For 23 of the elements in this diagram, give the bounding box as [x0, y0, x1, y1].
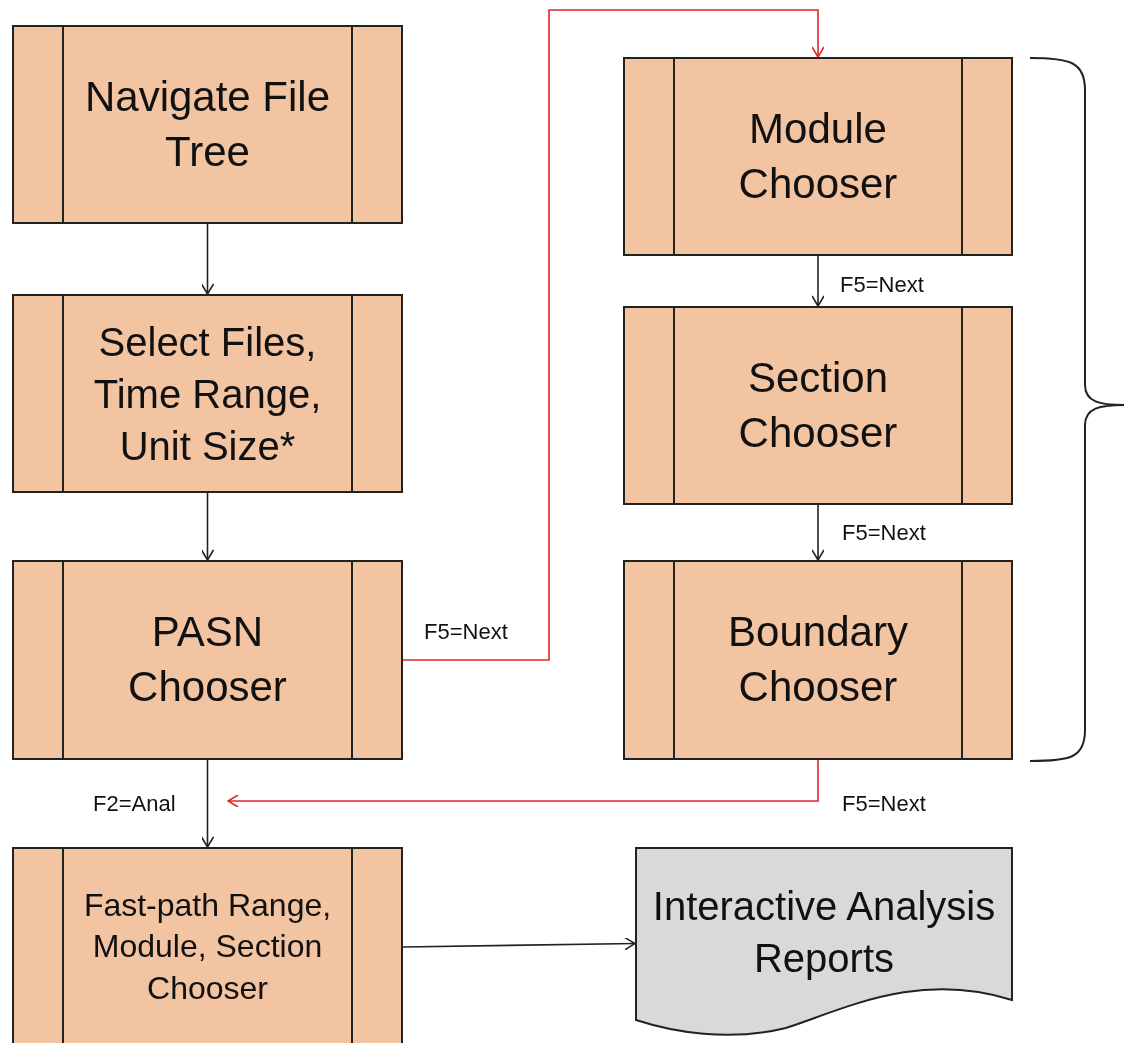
predefined-process-box: [623, 57, 1013, 256]
arrow: [200, 759, 215, 848]
predefined-process-box: [12, 25, 403, 224]
predefined-process-box: [12, 560, 403, 760]
arrow: [227, 759, 819, 808]
predefined-process-box: [12, 847, 403, 1043]
node-label: Fast-path Range, Module, Section Chooser: [82, 885, 333, 1008]
node-label: Boundary Chooser: [727, 607, 909, 712]
arrow: [200, 223, 215, 295]
arrow: [402, 936, 636, 951]
predefined-process-box: [623, 560, 1013, 760]
node-label: PASN Chooser: [127, 607, 288, 712]
arrow: [200, 492, 215, 561]
node-label: Select Files, Time Range, Unit Size*: [92, 318, 323, 470]
node-label: Module Chooser: [737, 103, 899, 209]
node-label: Section Chooser: [737, 352, 899, 458]
arrow: [402, 9, 825, 661]
predefined-process-box: [12, 294, 403, 493]
arrow: [811, 255, 825, 307]
node-label: Navigate File Tree: [83, 71, 332, 177]
node-label: Interactive Analysis Reports: [651, 882, 997, 982]
predefined-process-box: [623, 306, 1013, 505]
arrow: [811, 504, 825, 561]
